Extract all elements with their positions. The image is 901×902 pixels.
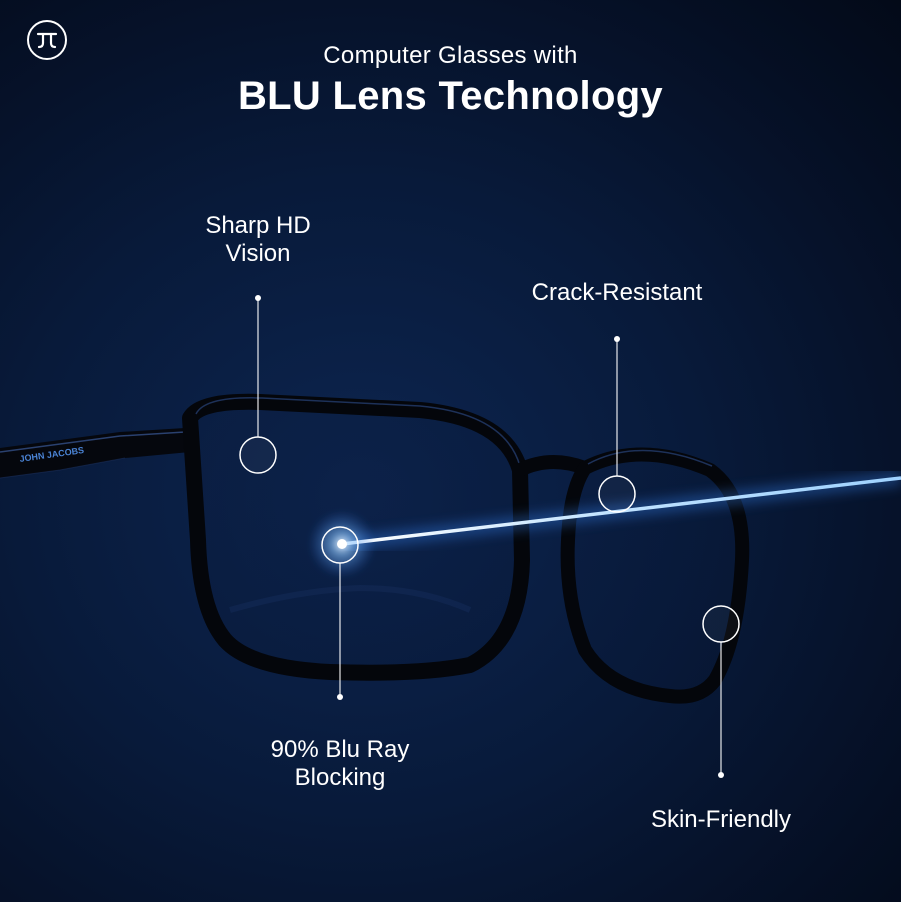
page-subtitle: Computer Glasses with: [323, 42, 578, 69]
feature-label-skin-friendly: Skin-Friendly: [650, 806, 792, 833]
feature-label-blu-ray-blocking: 90% Blu Ray Blocking: [270, 736, 410, 791]
callout-blu-ray-blocking: [321, 526, 359, 700]
callout-sharp-hd-vision: [239, 295, 277, 474]
callout-crack-resistant: [598, 336, 636, 513]
brand-logo-icon: [27, 20, 67, 60]
callout-skin-friendly: [702, 605, 740, 778]
bridge: [516, 454, 588, 477]
right-lens-frame: [560, 447, 750, 704]
page-title: BLU Lens Technology: [238, 74, 663, 118]
logo-glyph-icon: [36, 32, 58, 49]
feature-label-crack-resistant: Crack-Resistant: [531, 279, 703, 306]
temple-arm: [0, 428, 190, 479]
feature-label-sharp-hd-vision: Sharp HD Vision: [205, 212, 311, 267]
